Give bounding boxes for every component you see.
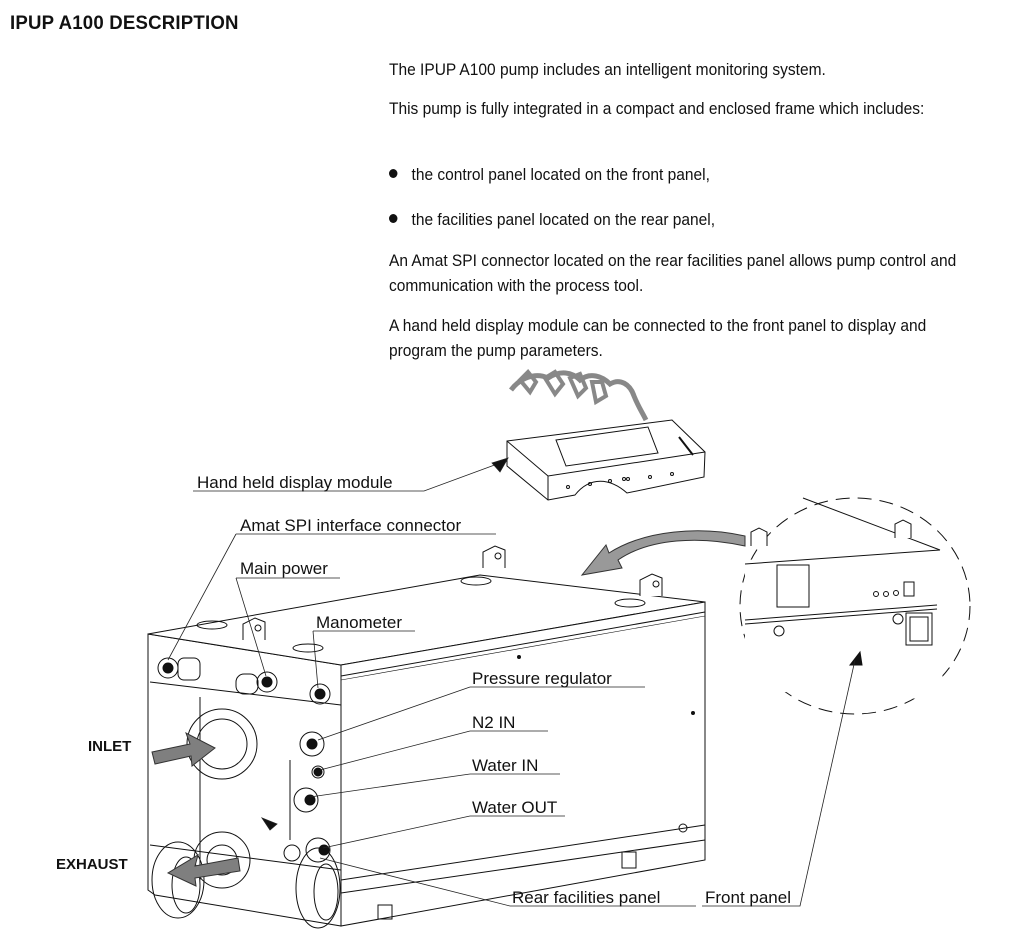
section-title: IPUP A100 DESCRIPTION — [10, 13, 239, 34]
bullet-icon — [389, 214, 398, 223]
front-panel-detail-illustration — [739, 497, 971, 715]
callout-water-in: Water IN — [472, 756, 538, 775]
leader-lines — [167, 457, 856, 907]
exhaust-label: EXHAUST — [56, 856, 128, 873]
paragraph-display: A hand held display module can be connec… — [389, 317, 927, 360]
inlet-arrow-icon — [151, 731, 216, 767]
callout-spi-connector: Amat SPI interface connector — [240, 516, 461, 535]
detail-arrow-icon — [580, 530, 746, 576]
paragraph-intro: The IPUP A100 pump includes an intellige… — [389, 61, 826, 79]
callout-rear-facilities-panel: Rear facilities panel — [512, 888, 660, 907]
inlet-label: INLET — [88, 738, 131, 755]
bullet-item: the facilities panel located on the rear… — [389, 208, 715, 233]
callout-main-power: Main power — [240, 559, 328, 578]
bullet-icon — [389, 169, 398, 178]
callout-hand-held-display: Hand held display module — [197, 473, 393, 492]
callout-manometer: Manometer — [316, 613, 402, 632]
bullet-item: the control panel located on the front p… — [389, 163, 710, 188]
callout-front-panel: Front panel — [705, 888, 791, 907]
paragraph-frame: This pump is fully integrated in a compa… — [389, 100, 925, 118]
paragraph-spi: An Amat SPI connector located on the rea… — [389, 252, 957, 295]
exhaust-arrow-icon — [166, 853, 241, 887]
bullet-text: the control panel located on the front p… — [411, 166, 710, 184]
callout-n2-in: N2 IN — [472, 713, 515, 732]
callout-water-out: Water OUT — [472, 798, 557, 817]
bullet-text: the facilities panel located on the rear… — [411, 211, 716, 229]
pump-body-illustration — [147, 545, 706, 929]
hand-held-display-illustration — [506, 369, 706, 501]
callout-pressure-regulator: Pressure regulator — [472, 669, 612, 688]
